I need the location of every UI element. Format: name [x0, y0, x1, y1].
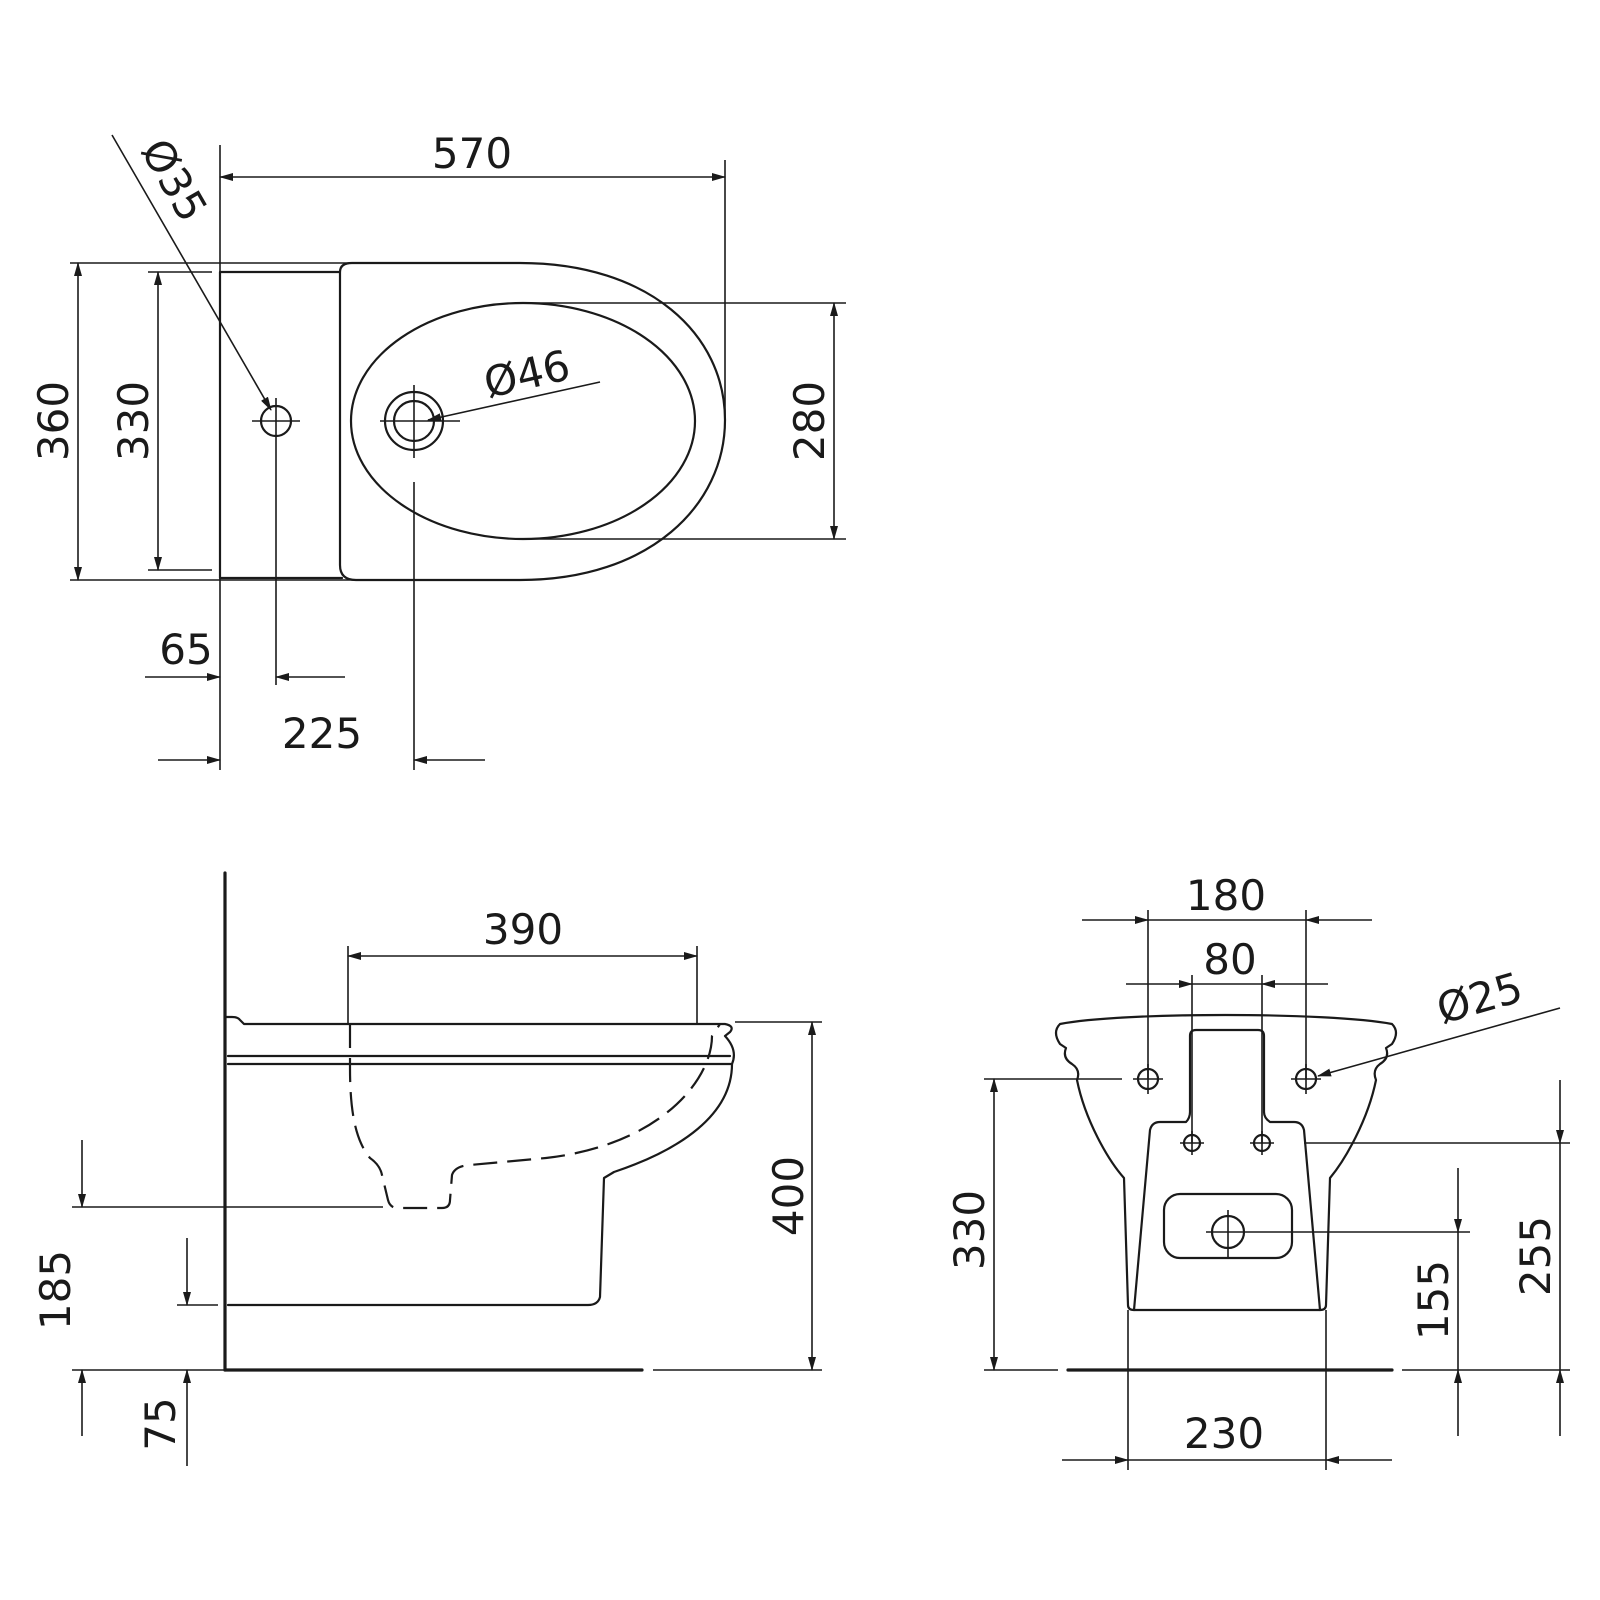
side-view: 390 400 185 75: [31, 871, 822, 1466]
dim-180: 180: [1186, 871, 1266, 920]
dim-75: 75: [136, 1397, 185, 1450]
dim-155: 155: [1409, 1260, 1458, 1340]
dim-570: 570: [432, 129, 512, 178]
bowl-hidden-line: [348, 1023, 721, 1210]
dim-390: 390: [483, 905, 563, 954]
dim-80: 80: [1203, 935, 1256, 984]
top-view: 570 360 330 280 65 225 Ø35 Ø46: [29, 129, 846, 770]
dim-330-front: 330: [945, 1190, 994, 1270]
dim-185: 185: [31, 1250, 80, 1330]
front-view: 180 80 Ø25 330 255 155 230: [945, 871, 1570, 1470]
dim-400: 400: [764, 1156, 813, 1236]
dim-280: 280: [785, 381, 834, 461]
front-body-outline: [1054, 1013, 1398, 1312]
dim-255: 255: [1511, 1216, 1560, 1296]
dim-dia-25: Ø25: [1431, 963, 1528, 1034]
dim-225: 225: [282, 709, 362, 758]
dim-dia-35: Ø35: [131, 131, 217, 230]
body-profile: [226, 1062, 734, 1307]
dim-330-top: 330: [109, 381, 158, 461]
dim-360: 360: [29, 381, 78, 461]
seat-profile: [223, 1015, 735, 1066]
dim-dia-46: Ø46: [479, 341, 574, 408]
dim-230: 230: [1184, 1409, 1264, 1458]
dim-65: 65: [159, 625, 212, 674]
deck-outline: [218, 270, 344, 580]
front-pedestal: [1132, 1028, 1322, 1312]
